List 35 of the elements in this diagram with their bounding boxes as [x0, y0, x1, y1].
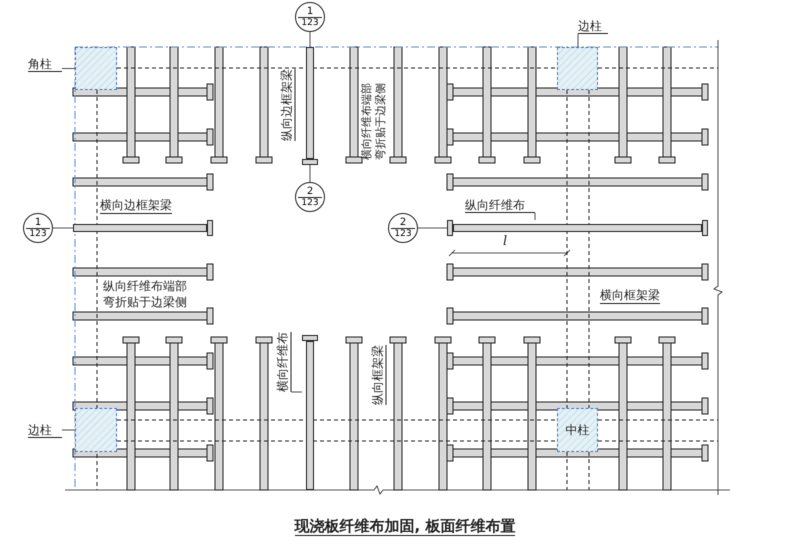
section-number: 2: [400, 216, 406, 228]
beam-label: 纵向边框架梁: [278, 69, 296, 141]
note-text: 纵向纤维布端部弯折贴于边梁侧: [103, 278, 188, 310]
fiber-strip: [73, 220, 213, 236]
sheet-number: 123: [298, 16, 322, 28]
beam-label: 横向边框架梁: [100, 197, 172, 214]
figure-caption: 现浇板纤维布加固, 板面纤维布置: [294, 517, 516, 536]
beam-label: 纵向框架梁: [370, 345, 386, 405]
column-section: [75, 408, 117, 452]
section-number: 1: [306, 6, 314, 16]
callout-label: 边柱: [28, 422, 62, 438]
fiber-strip: [302, 335, 318, 490]
section-symbol: [388, 213, 418, 243]
leader-line: [534, 212, 536, 220]
callout-label: 边柱: [578, 18, 608, 34]
dimension-label: l: [503, 234, 508, 250]
beam-label: 横向框架梁: [600, 287, 660, 304]
column-section: [557, 47, 598, 90]
sheet-number: 123: [391, 228, 415, 240]
section-symbol: [23, 213, 53, 243]
section-number: 2: [306, 186, 314, 196]
column-section: [75, 47, 117, 90]
callout-label: 横向纤维布: [274, 332, 292, 392]
section-symbol: [295, 182, 325, 212]
callout-label: 纵向纤维布: [465, 197, 535, 213]
leader-line: [62, 68, 76, 69]
callout-label: 角柱: [28, 56, 62, 72]
section-number: 1: [34, 216, 42, 228]
note-text: 横向纤维布端部弯折贴于边梁侧: [360, 82, 388, 160]
section-symbol: [295, 2, 325, 32]
fiber-strip: [302, 47, 318, 165]
fiber-strip: [447, 220, 708, 236]
column-section: 中柱: [557, 408, 598, 452]
sheet-number: 123: [298, 196, 322, 208]
sheet-number: 123: [26, 228, 50, 240]
